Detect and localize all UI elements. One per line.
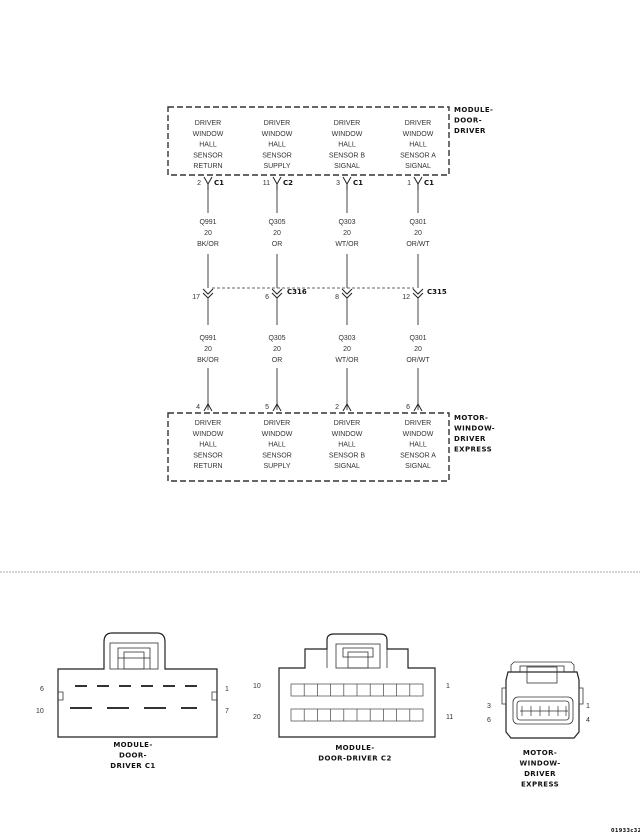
inline-pin-number: 17 [192,294,200,301]
c1-pin-bottom-right: 7 [225,708,229,715]
top-terminal-labels: 2 C1 11 C2 3 C1 1 C1 [197,179,434,187]
top-terminal-connector-id: C2 [283,179,293,187]
top-terminal-pin-number: 1 [407,180,411,187]
top-terminal-connector-id: C1 [353,179,363,187]
motor-pin-top-left: 3 [487,703,491,710]
connector-c2-title: MODULE-DOOR-DRIVER C2 [318,744,391,763]
inline-connector-symbols [202,288,424,299]
bottom-pin-number-labels: 4 5 2 6 [196,404,410,411]
connector-c315-label: C315 [427,288,447,296]
inline-pin-number: 12 [402,294,410,301]
inline-pin-number: 6 [265,294,269,301]
c1-pin-bottom-left: 10 [36,708,44,715]
c1-pin-top-right: 1 [225,686,229,693]
motor-pin-bottom-left: 6 [487,717,491,724]
top-terminal-symbols [203,176,423,190]
figure-id: 01933c32 [611,828,640,834]
top-terminal-pin-number: 11 [263,180,270,187]
motor-window-box [167,412,450,482]
c2-pin-top-right: 1 [446,683,450,690]
bottom-pin-number: 4 [196,404,200,411]
connector-c1-view [57,632,218,738]
inline-pin-labels: 17 6 8 12 [192,294,410,301]
connector-c1-title: MODULE-DOOR-DRIVER C1 [110,741,155,770]
c1-pin-top-left: 6 [40,686,44,693]
motor-pin-top-right: 1 [586,703,590,710]
top-terminal-connector-id: C1 [424,179,434,187]
bottom-pin-number: 6 [406,404,410,411]
bottom-pin-number: 5 [265,404,269,411]
module-door-driver-title: MODULE-DOOR-DRIVER [454,106,493,135]
bottom-terminal-symbols [203,402,423,412]
c2-pin-bottom-left: 20 [253,714,261,721]
top-terminal-connector-id: C1 [214,179,224,187]
connector-c2-view [278,633,436,738]
module-door-driver-box [167,106,450,176]
top-terminal-pin-number: 3 [336,180,340,187]
inline-pin-number: 8 [335,294,339,301]
connector-motor-view [501,661,584,739]
c2-pin-bottom-right: 11 [446,714,453,721]
motor-pin-bottom-right: 4 [586,717,590,724]
connector-c316-label: C316 [287,288,307,296]
c2-pin-top-left: 10 [253,683,261,690]
top-terminal-pin-number: 2 [197,180,201,187]
bottom-pin-number: 2 [335,404,339,411]
